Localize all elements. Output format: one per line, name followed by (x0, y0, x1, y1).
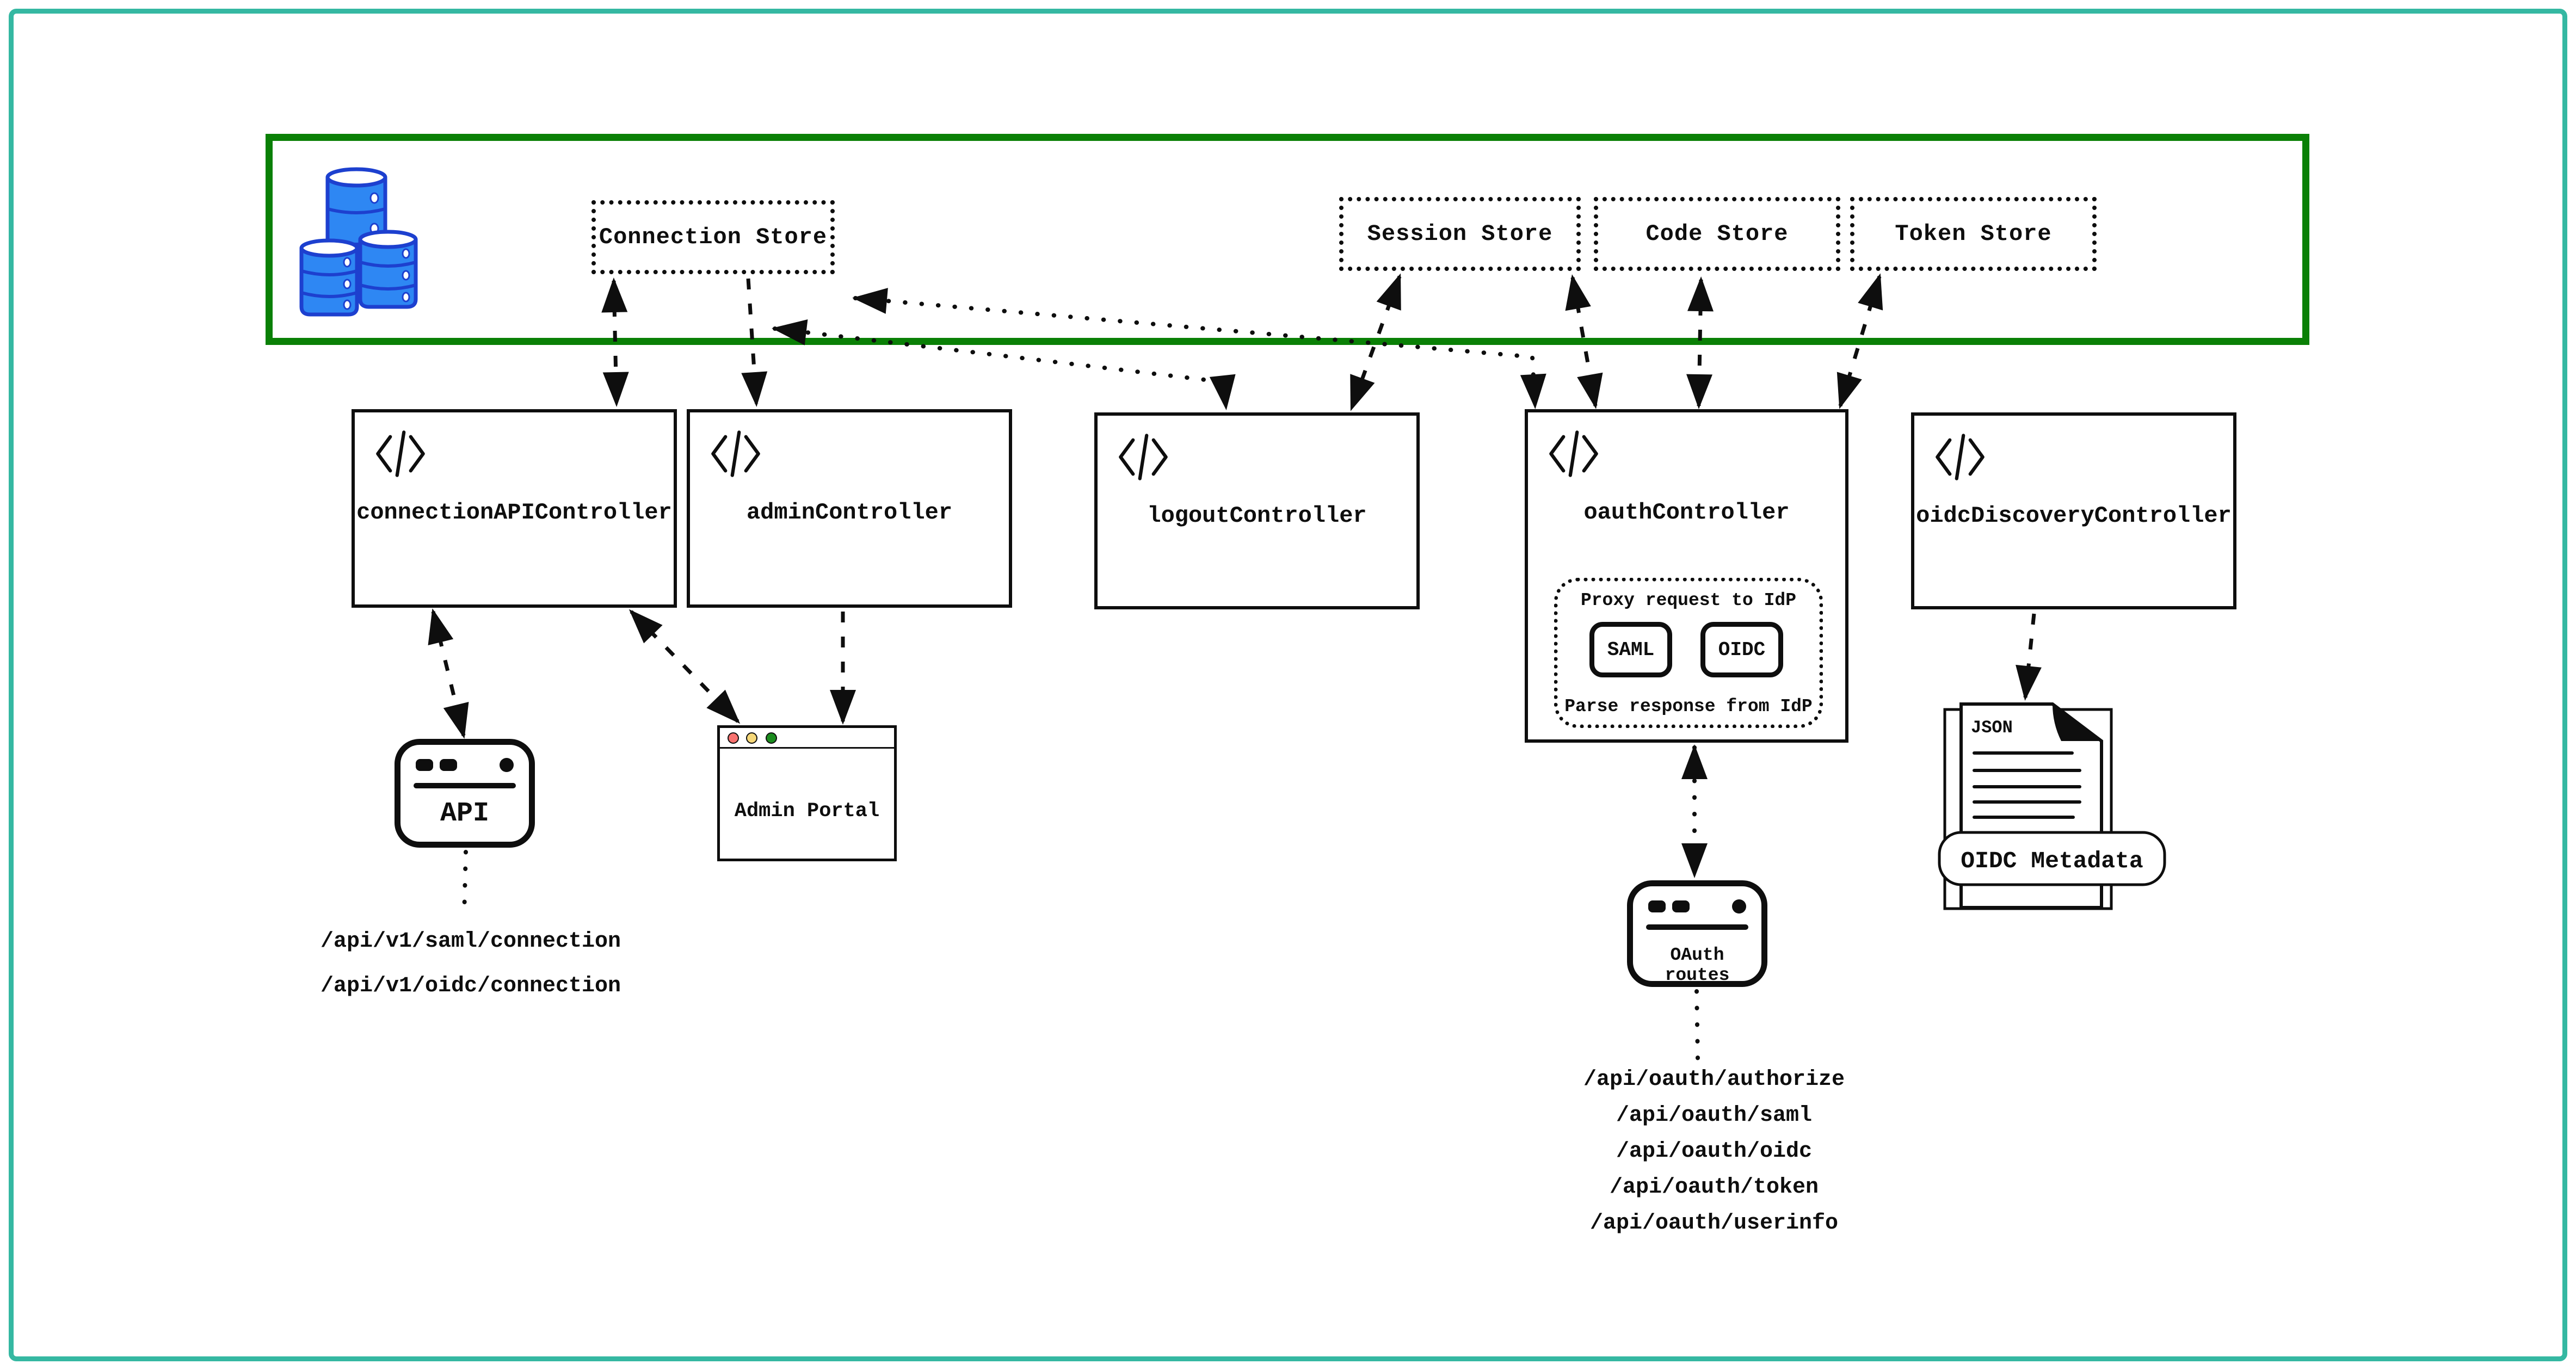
connection-endpoint-list: /api/v1/saml/connection /api/v1/oidc/con… (294, 919, 648, 1009)
window-dot-icon (440, 759, 457, 771)
window-bar (414, 783, 516, 788)
logout-controller-box: logoutController (1094, 412, 1420, 609)
oauth-controller-box: oauthController Proxy request to IdP SAM… (1525, 409, 1848, 743)
code-icon (711, 430, 760, 477)
window-dot-icon (1648, 900, 1666, 912)
oidc-discovery-controller-label: oidcDiscoveryController (1916, 503, 2232, 529)
code-store-box: Code Store (1594, 197, 1840, 271)
endpoint-text: /api/v1/oidc/connection (320, 974, 621, 998)
oauth-routes-window-icon: OAuth routes (1627, 880, 1767, 987)
token-store-box: Token Store (1850, 197, 2097, 271)
admin-controller-label: adminController (746, 499, 953, 526)
connection-api-controller-box: connectionAPIController (352, 409, 677, 608)
oidc-protocol-box: OIDC (1700, 622, 1783, 677)
endpoint-text: /api/oauth/saml (1616, 1103, 1813, 1128)
code-icon (1549, 430, 1598, 477)
code-icon (1936, 434, 1985, 480)
endpoint-text: /api/oauth/authorize (1583, 1067, 1845, 1092)
oidc-metadata-label: OIDC Metadata (1961, 848, 2143, 874)
connection-store-box: Connection Store (591, 200, 835, 274)
saml-label: SAML (1607, 638, 1655, 661)
admin-portal-label: Admin Portal (734, 800, 880, 823)
oidc-discovery-controller-box: oidcDiscoveryController (1911, 412, 2236, 609)
saml-protocol-box: SAML (1589, 622, 1672, 677)
close-traffic-light-icon (728, 732, 739, 744)
code-store-label: Code Store (1646, 221, 1789, 247)
api-window-icon: API (395, 739, 535, 848)
oauth-controller-label: oauthController (1583, 499, 1790, 526)
window-dot-icon (1732, 899, 1746, 914)
window-dot-icon (416, 759, 433, 771)
code-icon (1119, 434, 1168, 480)
window-bar (1646, 924, 1748, 930)
admin-portal-window: Admin Portal (717, 725, 897, 861)
endpoint-text: /api/oauth/token (1609, 1175, 1819, 1200)
page-fold-icon (2053, 704, 2102, 741)
endpoint-text: /api/v1/saml/connection (320, 929, 621, 954)
oauth-endpoint-list: /api/oauth/authorize /api/oauth/saml /ap… (1534, 1062, 1894, 1242)
oauth-routes-label: OAuth routes (1665, 945, 1730, 985)
logout-controller-label: logoutController (1147, 503, 1367, 529)
database-barrel (358, 230, 418, 309)
connection-api-controller-label: connectionAPIController (356, 499, 672, 526)
api-window-label: API (440, 798, 489, 829)
session-store-box: Session Store (1339, 197, 1581, 271)
endpoint-text: /api/oauth/oidc (1616, 1139, 1813, 1164)
database-barrel (299, 238, 359, 317)
idp-proxy-box: Proxy request to IdP SAML OIDC Parse res… (1554, 578, 1823, 728)
page-frame (9, 9, 2567, 1361)
portal-title-bar (720, 728, 894, 749)
admin-controller-box: adminController (687, 409, 1012, 608)
database-cluster-icon (299, 167, 418, 317)
json-label: JSON (1971, 718, 2013, 738)
proxy-request-label: Proxy request to IdP (1580, 590, 1797, 610)
connection-store-label: Connection Store (599, 224, 828, 250)
maximize-traffic-light-icon (766, 732, 777, 744)
window-dot-icon (1672, 900, 1690, 912)
session-store-label: Session Store (1367, 221, 1553, 247)
code-icon (376, 430, 425, 477)
parse-response-label: Parse response from IdP (1564, 696, 1813, 717)
window-dot-icon (500, 758, 514, 772)
token-store-label: Token Store (1895, 221, 2052, 247)
endpoint-text: /api/oauth/userinfo (1589, 1211, 1839, 1236)
oidc-metadata-document-icon: JSON OIDC Metadata (1938, 702, 2166, 910)
oidc-label: OIDC (1718, 638, 1766, 661)
metadata-banner (1938, 831, 2166, 886)
minimize-traffic-light-icon (746, 732, 757, 744)
